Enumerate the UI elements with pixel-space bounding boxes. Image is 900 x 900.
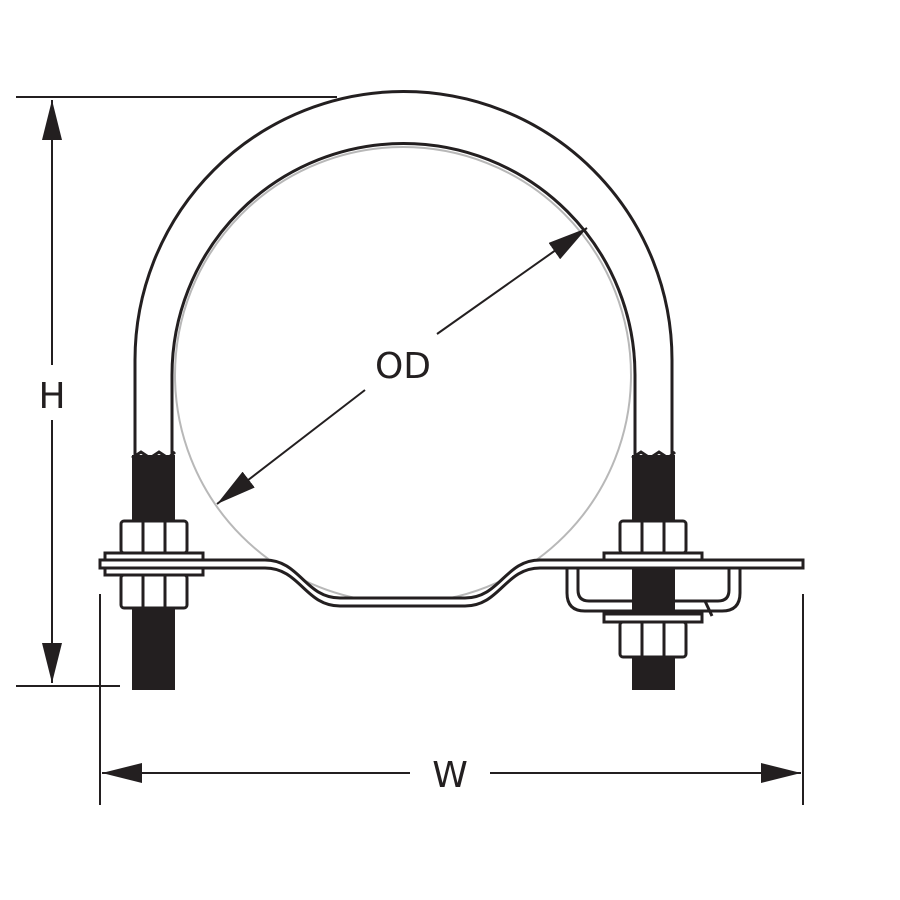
right-lower-nut-assembly <box>602 612 704 659</box>
left-lower-nut <box>119 573 189 610</box>
right-upper-washer <box>602 551 704 562</box>
right-lower-nut <box>618 620 688 659</box>
height-dimension <box>16 96 337 687</box>
left-upper-washer <box>103 551 205 562</box>
width-dimension <box>99 594 804 805</box>
od-label: OD <box>375 346 431 387</box>
od-dimension-line-lower <box>216 389 366 505</box>
saddle-plate <box>98 558 805 608</box>
bracket-hook <box>565 568 742 617</box>
left-nut-assembly <box>103 519 205 610</box>
width-label: W <box>432 755 468 796</box>
left-upper-nut <box>119 519 189 555</box>
od-dimension-line-upper <box>436 227 588 335</box>
u-bolt-outer-edge <box>133 90 674 460</box>
right-upper-nut-assembly <box>602 519 704 562</box>
height-label: H <box>38 376 65 417</box>
od-dimension <box>216 227 588 505</box>
u-bolt-inner-edge <box>170 142 637 460</box>
right-upper-nut <box>618 519 688 555</box>
